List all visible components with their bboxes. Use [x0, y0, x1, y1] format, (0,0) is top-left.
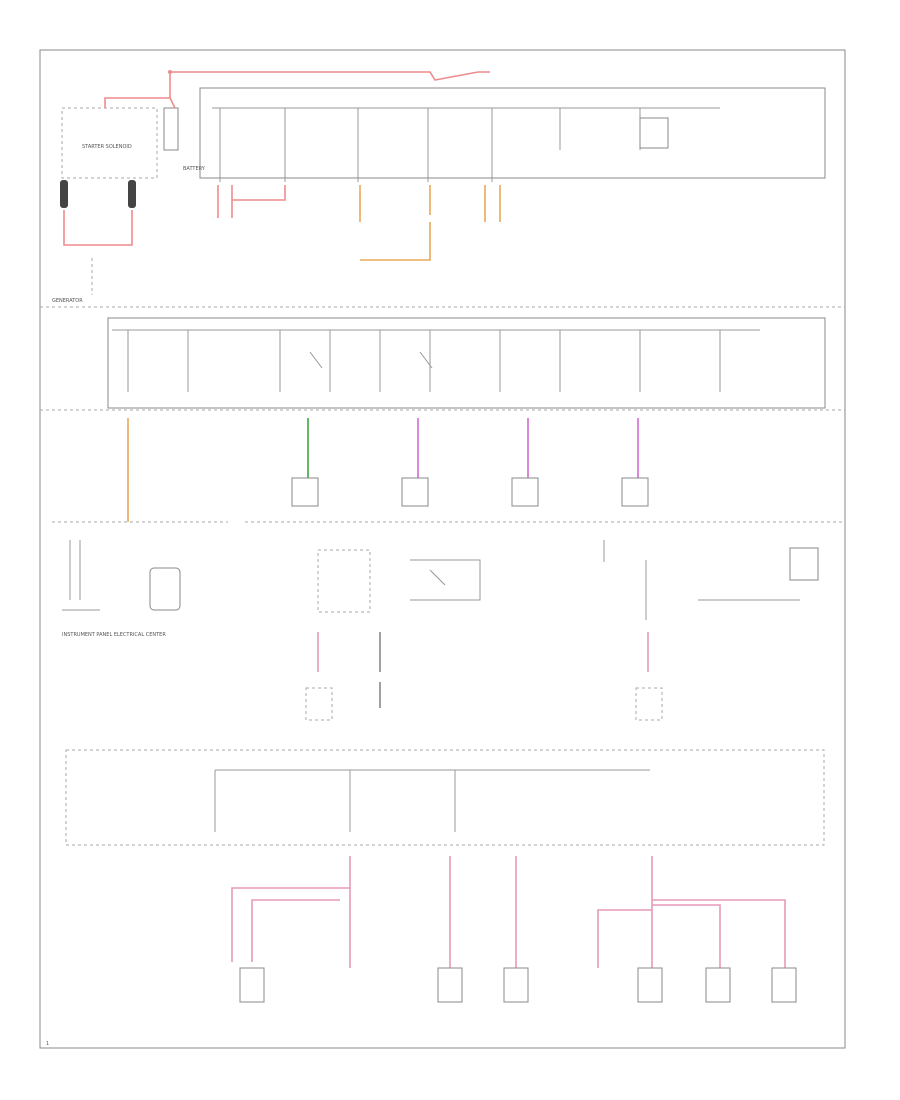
ip-ground-symbol	[62, 540, 100, 611]
bottom-load-box-2	[437, 967, 463, 1003]
underhood-fuse-taps	[219, 108, 641, 182]
diagram-frame	[39, 49, 846, 1049]
bottom-pink-wire-1	[231, 856, 351, 968]
bottom-pink-wire-4	[597, 856, 786, 968]
battery-red-wire	[104, 71, 490, 108]
underhood-orange-wire-3	[484, 185, 501, 222]
bottom-module-frame	[65, 749, 825, 846]
starter-solenoid-label: STARTER SOLENOID	[82, 144, 132, 150]
underhood-orange-wire-2	[360, 185, 431, 261]
bottom-load-box-3	[503, 967, 529, 1003]
battery-terminal-node	[168, 70, 172, 74]
load-box-4	[621, 477, 649, 507]
fusible-link-2	[128, 180, 136, 208]
bottom-load-box-5	[705, 967, 731, 1003]
relay-switch-1	[309, 351, 323, 369]
ip-fuse-box-1	[317, 549, 371, 613]
starter-solenoid-box	[61, 107, 158, 179]
bottom-load-box-1	[239, 967, 265, 1003]
bottom-load-box-6	[771, 967, 797, 1003]
fusible-link-1	[60, 180, 68, 208]
load-box-2	[401, 477, 429, 507]
ip-relay-box	[789, 547, 819, 581]
underhood-red-wire	[217, 185, 286, 218]
battery-symbol	[163, 107, 179, 151]
ip-switch	[410, 559, 481, 601]
fusible-red-wire	[63, 210, 133, 246]
ip-module-box	[149, 567, 181, 611]
bottom-load-box-4	[637, 967, 663, 1003]
relay-section	[107, 317, 826, 409]
relay-taps	[127, 330, 721, 392]
battery-red-wire-2	[169, 97, 176, 109]
underhood-relay	[639, 117, 669, 149]
relay-block-frame	[107, 317, 826, 409]
ip-load-box-2	[635, 687, 663, 721]
battery-label: BATTERY	[183, 166, 206, 172]
bottom-module-bus	[214, 769, 650, 832]
generator-label: GENERATOR	[52, 298, 83, 304]
load-section	[127, 418, 649, 522]
ip-fuse-center-label: INSTRUMENT PANEL ELECTRICAL CENTER	[62, 632, 166, 638]
load-box-3	[511, 477, 539, 507]
page-reference: 1	[46, 1041, 49, 1047]
underhood-fuse-block	[199, 87, 826, 179]
relay-switch-2	[419, 351, 433, 369]
ip-center-section: INSTRUMENT PANEL ELECTRICAL CENTER	[62, 540, 819, 721]
bottom-section	[65, 749, 825, 1003]
battery-section: STARTER SOLENOID BATTERY GENERATOR	[52, 70, 826, 304]
ip-load-box-1	[305, 687, 333, 721]
load-box-horn	[291, 477, 319, 507]
